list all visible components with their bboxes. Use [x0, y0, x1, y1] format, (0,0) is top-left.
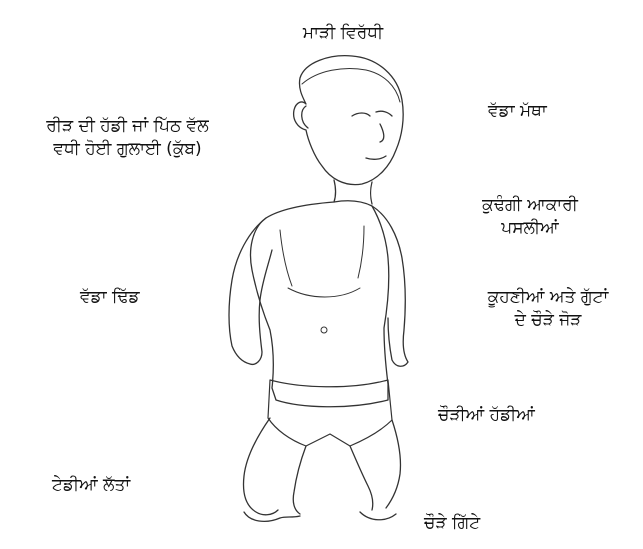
label-ribs-line1: ਕੁਢੰਗੀ ਆਕਾਰੀ: [455, 194, 605, 217]
label-big-belly: ਵੱਡਾ ਢਿੱਡ: [80, 286, 140, 309]
left-arm: [229, 218, 272, 364]
label-spine-curve-line2: ਵਧੀ ਹੋਈ ਗੁਲਾਈ (ਕੁੱਬ): [0, 138, 255, 161]
label-wide-ankles: ਚੌੜੇ ਗਿੱਟੇ: [424, 512, 480, 535]
mouth: [366, 156, 386, 159]
label-spine-curve-line1: ਰੀੜ ਦੀ ਹੱਡੀ ਜਾਂ ਪਿੱਠ ਵੱਲ: [0, 115, 255, 138]
label-bent-legs: ਟੇਡੀਆਂ ਲੱਤਾਂ: [52, 474, 130, 497]
eye: [352, 113, 370, 116]
rib-line-left: [280, 230, 292, 286]
right-arm: [372, 206, 408, 366]
rib-line-right: [358, 226, 364, 278]
torso-outline: [251, 201, 389, 407]
label-spine-curve: ਰੀੜ ਦੀ ਹੱਡੀ ਜਾਂ ਪਿੱਠ ਵੱਲ ਵਧੀ ਹੋਈ ਗੁਲਾਈ (…: [0, 115, 255, 161]
label-wide-bones: ਚੌੜੀਆਂ ਹੱਡੀਆਂ: [438, 404, 535, 427]
chest-curve: [288, 288, 360, 297]
label-joints-line1: ਕੂਹਣੀਆਂ ਅਤੇ ਗੁੱਟਾਂ: [458, 286, 638, 309]
label-poor-growth: ਮਾੜੀ ਵਿਰੱਧੀ: [268, 22, 418, 45]
label-ribs-line2: ਪਸਲੀਆਂ: [455, 217, 605, 240]
label-joints-line2: ਦੇ ਚੌੜੇ ਜੋੜ: [458, 309, 638, 332]
nose: [380, 124, 384, 142]
hair: [302, 69, 400, 102]
left-leg: [244, 418, 307, 515]
right-foot: [360, 512, 396, 520]
label-ribs: ਕੁਢੰਗੀ ਆਕਾਰੀ ਪਸਲੀਆਂ: [455, 194, 605, 240]
underwear: [268, 380, 392, 446]
ear: [302, 106, 308, 128]
navel: [321, 327, 327, 333]
head-outline: [294, 56, 404, 185]
label-joints: ਕੂਹਣੀਆਂ ਅਤੇ ਗੁੱਟਾਂ ਦੇ ਚੌੜੇ ਜੋੜ: [458, 286, 638, 332]
label-big-forehead: ਵੱਡਾ ਮੱਥਾ: [488, 100, 547, 123]
eye-2: [376, 111, 392, 116]
